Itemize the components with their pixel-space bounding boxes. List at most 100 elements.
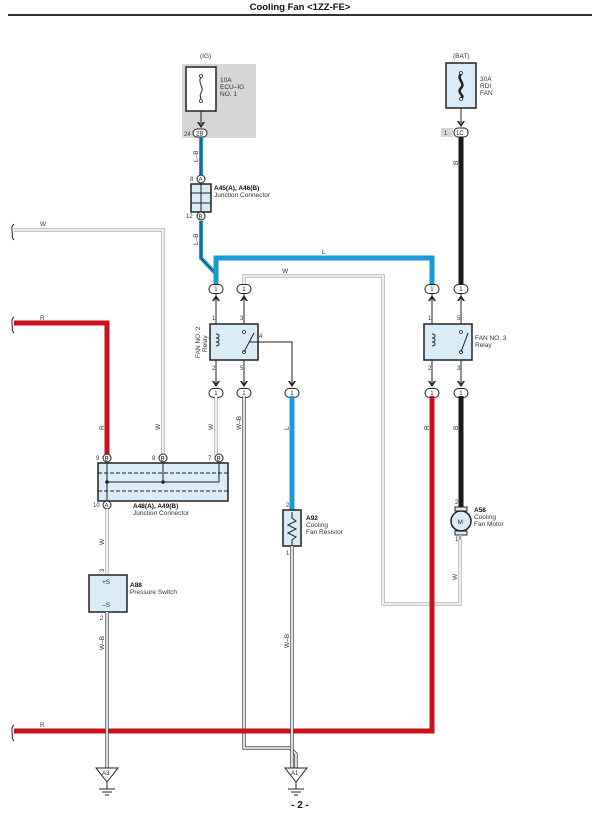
conn-a: A (199, 178, 203, 184)
conn-b: B (161, 457, 165, 463)
relay2-pin4: 4 (259, 334, 263, 340)
pin-1: 1 (286, 551, 290, 557)
inline-connector: 1 (453, 284, 469, 301)
bat-source-label: (BAT) (453, 53, 470, 60)
wire-label: W (208, 423, 215, 430)
inline-connector-label: 1 (290, 391, 294, 397)
wire-wb-a88: W–B (99, 612, 109, 768)
relay2-pin1: 1 (212, 316, 216, 322)
inline-connector-label: 1 (242, 287, 246, 293)
pin-1: 1 (444, 131, 448, 137)
inline-connectors: 1 1 1 1 1 1 1 1 1 (208, 284, 469, 398)
inline-connector: 1 (236, 284, 252, 301)
inline-connector-label: 1 (430, 391, 434, 397)
wire-b-bat: B (453, 137, 464, 284)
wire-label: W–B (236, 416, 243, 430)
inline-connector-label: 1 (242, 391, 246, 397)
pin-2: 2 (100, 616, 104, 622)
component-name: Cooling (306, 522, 328, 529)
page-number: - 2 - (291, 800, 309, 811)
arrow-down-icon (212, 381, 220, 387)
wire-wb-relay2-pin5: W–B (236, 396, 298, 768)
pin-2: 2 (286, 503, 290, 509)
wire-label: B (453, 161, 460, 165)
wire-label: R (99, 425, 106, 430)
conn-a: A (105, 504, 109, 510)
inline-connector: 1 (424, 381, 440, 398)
wire-label: L (322, 249, 326, 256)
arrow-down-icon (457, 381, 465, 387)
switch-icon (460, 332, 469, 353)
pin-8: 8 (152, 456, 156, 462)
inline-connector: 1 (424, 284, 440, 301)
motor-icon (450, 510, 472, 532)
wire-w-top-left: W (11, 221, 165, 455)
arrow-up-icon (240, 295, 248, 301)
wire-l-top: L (213, 249, 435, 284)
wire-b-relay3: B (453, 396, 464, 507)
arrow-down-icon (288, 381, 296, 387)
inline-connector-label: 1 (214, 287, 218, 293)
fuse-ig-name2: NO. 1 (220, 91, 237, 98)
relay2-name: FAN NO. 2 (195, 326, 202, 358)
pressure-switch-a88: +S –S 3 2 A88 Pressure Switch (88, 568, 177, 622)
fan-motor-a58: M 2 1 A58 Cooling Fan Motor (450, 500, 504, 543)
pin-9: 9 (96, 456, 100, 462)
relay2-type: Relay (202, 335, 209, 352)
pin-1: 1 (455, 537, 459, 543)
wire-wb-a92: W–B (284, 546, 294, 768)
resistor-icon (286, 512, 298, 546)
relay-fan-no3: 1 5 2 3 FAN NO. 3 Relay (423, 294, 507, 386)
arrow-down-icon (240, 381, 248, 387)
pin-2: 2 (455, 500, 459, 506)
component-name: Junction Connector (214, 192, 271, 199)
inline-connector-label: 1 (459, 391, 463, 397)
component-code: A92 (306, 515, 318, 522)
connector-1c-label: 1C (456, 131, 464, 137)
component-name: Fan Motor (474, 521, 504, 528)
page-title: Cooling Fan <1ZZ-FE> (249, 2, 351, 13)
wire-label: W (40, 221, 47, 228)
fuse-element-icon (199, 76, 203, 100)
relay3-pin3: 3 (457, 366, 461, 372)
inline-connector: 1 (208, 284, 224, 301)
connector-arrow-icon (197, 122, 205, 128)
fuse-ig-name: ECU–IG (220, 84, 244, 91)
relay2-pin2: 2 (212, 366, 216, 372)
ground-id: A1 (291, 771, 299, 777)
pin-8: 8 (190, 177, 194, 183)
wire-label: W (452, 573, 459, 580)
inline-connector-label: 1 (214, 391, 218, 397)
inline-connector-label: 1 (430, 287, 434, 293)
arrow-up-icon (428, 295, 436, 301)
wire-w-relay2-pin2: W W (155, 396, 218, 455)
coil-icon (215, 333, 220, 347)
relay3-pin1: 1 (428, 316, 432, 322)
junction-connector-a45: A 8 B 12 A45(A), A46(B) Junction Connect… (186, 174, 271, 221)
connector-2b-label: 2B (196, 132, 203, 138)
connector-arrow-icon (457, 121, 465, 127)
title-rule (8, 14, 592, 16)
pin-7: 7 (208, 456, 212, 462)
wire-w-top: W W (242, 268, 462, 606)
arrow-up-icon (212, 295, 220, 301)
pin-12: 12 (186, 214, 193, 220)
pin-24: 24 (184, 132, 191, 138)
fuse-bat-rating: 30A (480, 76, 492, 83)
fuse-bat-name2: FAN (480, 90, 493, 97)
wire-r-left: R R (11, 315, 110, 455)
wire-break-icon (11, 316, 15, 334)
wire-label: W (99, 538, 106, 545)
fan-resistor-a92: 2 1 A92 Cooling Fan Resistor (282, 503, 344, 557)
wire-label: L–B (193, 150, 200, 162)
junction-connector-a48: B B B A 9 8 7 10 A48(A), A49(B) Junction… (93, 453, 229, 517)
wire-label: W–B (99, 636, 106, 650)
component-code: A45(A), A46(B) (214, 185, 259, 192)
ig-fuse-panel: (IG) 10A ECU–IG NO. 1 24 2B (182, 53, 256, 138)
relay2-pin3: 3 (240, 316, 244, 322)
relay2-pin5: 5 (240, 366, 244, 372)
wire-label: L–B (193, 233, 200, 245)
pin-plus-s: +S (102, 579, 111, 586)
component-name: Fan Resistor (306, 529, 344, 536)
